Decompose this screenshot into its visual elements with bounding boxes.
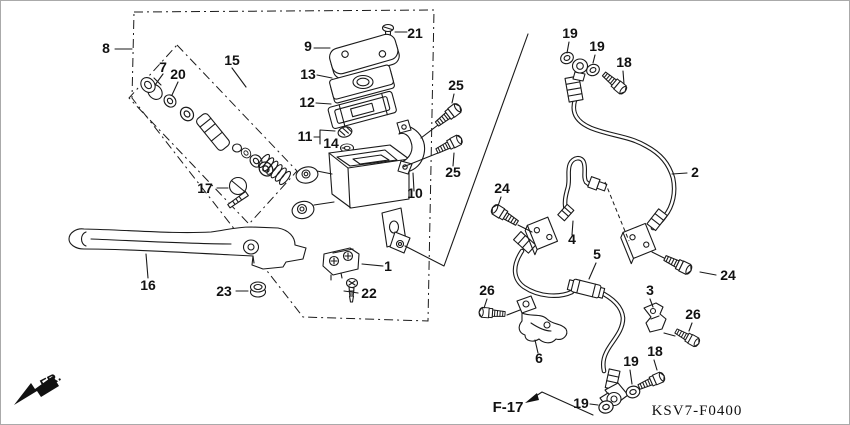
callout-26-right: 26	[685, 306, 701, 322]
callout-18-top: 18	[616, 54, 632, 70]
brake-hose-2	[564, 58, 677, 232]
callout-23: 23	[216, 283, 232, 299]
callout-18-bottom: 18	[647, 343, 663, 359]
piston-tip	[231, 143, 243, 153]
oil-bolt-18-bottom	[636, 370, 667, 393]
page-ref-pointer	[525, 391, 594, 416]
bolt-26-right	[673, 326, 702, 349]
hose-joint-block-right	[620, 222, 657, 265]
leader-lines	[114, 31, 717, 406]
bolt-24-right	[662, 252, 695, 277]
bolt-24-left	[488, 202, 521, 229]
callout-21: 21	[407, 25, 423, 41]
callout-24-right: 24	[720, 267, 736, 283]
callout-labels: 8 7 20 15 9 21 13 12 11 14 10 25 25 17 1…	[102, 25, 736, 411]
bolt-26-left	[478, 306, 506, 320]
brake-lever	[68, 226, 307, 270]
set-plate	[329, 64, 395, 104]
joint-pipe-4	[557, 155, 608, 222]
diagram-code-label: KSV7-F0400	[652, 403, 743, 419]
arrow-icon	[14, 376, 59, 405]
bracket-1	[322, 247, 360, 281]
page-ref-label: F-17	[493, 399, 524, 416]
washer	[177, 104, 197, 124]
callout-1: 1	[384, 258, 392, 274]
callout-19-top1: 19	[562, 25, 578, 41]
piston-cup	[140, 77, 156, 93]
callout-6: 6	[535, 350, 543, 366]
reservoir-cap-stack	[327, 23, 400, 153]
hose-clamp-3	[643, 302, 667, 333]
handlebar-clamp	[396, 119, 426, 175]
master-cylinder-kit-box	[131, 9, 435, 322]
callout-12: 12	[299, 94, 315, 110]
return-spring	[257, 153, 292, 186]
callout-26-left: 26	[479, 282, 495, 298]
callout-14: 14	[323, 135, 339, 151]
bolt-25-bottom	[434, 133, 465, 157]
callout-7: 7	[159, 59, 167, 75]
callout-8: 8	[102, 40, 110, 56]
lever-pivot-bolt-23	[249, 281, 267, 298]
screw-22	[345, 277, 359, 303]
piston-assembly	[140, 77, 292, 186]
hose-5-joint	[566, 278, 606, 299]
callout-22: 22	[361, 285, 377, 301]
callout-17: 17	[197, 180, 213, 196]
callout-4: 4	[568, 231, 576, 247]
callout-5: 5	[593, 246, 601, 262]
callout-13: 13	[300, 66, 316, 82]
bolt-25-top	[433, 101, 464, 129]
banjo-eye-top	[571, 58, 589, 74]
diaphragm	[327, 90, 397, 130]
master-cylinder-body	[291, 144, 411, 254]
callout-19-bottom-left: 19	[573, 395, 589, 411]
hose-joint-block-left	[524, 216, 559, 256]
callout-15: 15	[224, 52, 240, 68]
pipe4-connection-leader	[604, 181, 630, 242]
callout-25-top: 25	[448, 77, 464, 93]
callout-20: 20	[170, 66, 186, 82]
callout-25-bottom: 25	[445, 164, 461, 180]
circlip	[161, 91, 179, 111]
fr-direction-arrow: FR.	[14, 369, 63, 405]
callout-19-bottom-mid: 19	[623, 353, 639, 369]
callout-2: 2	[691, 164, 699, 180]
master-piston	[196, 113, 230, 151]
callout-24-left: 24	[494, 180, 510, 196]
callout-16: 16	[140, 277, 156, 293]
hose-stay-6	[516, 295, 568, 344]
callout-11: 11	[298, 128, 313, 144]
callout-3: 3	[646, 282, 654, 298]
grommet-11	[337, 126, 353, 138]
callout-10: 10	[407, 185, 423, 201]
callout-9: 9	[304, 38, 312, 54]
callout-19-top2: 19	[589, 38, 605, 54]
screw-17	[227, 176, 249, 209]
